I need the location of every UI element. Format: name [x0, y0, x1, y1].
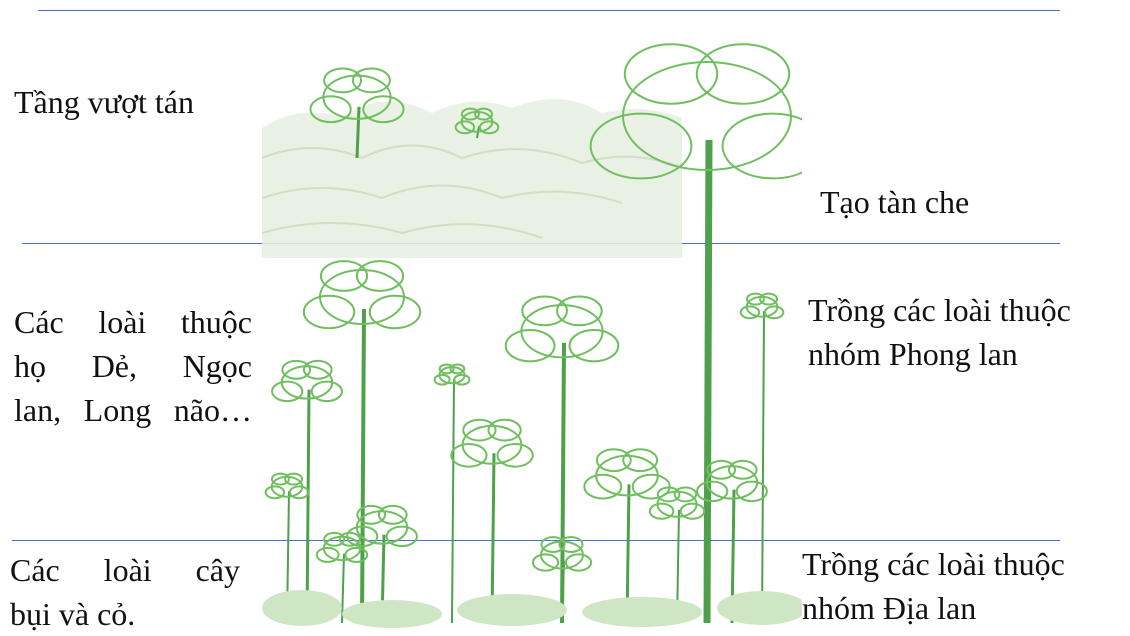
tree-trunk [357, 107, 359, 158]
tree-crown [324, 69, 361, 93]
tree-trunk [452, 379, 454, 623]
emergent-layer-label: Tầng vượt tán [14, 80, 194, 124]
tree-crown [506, 330, 555, 361]
tree-trunk [762, 311, 764, 623]
bottom-species-line: bụi và cỏ. [10, 592, 240, 636]
tree-crown [729, 461, 757, 479]
tree-crown [488, 420, 520, 441]
tree-crown [557, 297, 602, 326]
tree-crown [370, 296, 420, 328]
tree-crown [675, 487, 697, 501]
tree-crown [463, 420, 495, 441]
middle-layer-note: Trồng các loài thuộc nhóm Phong lan [808, 288, 1071, 376]
tree-crown [597, 449, 631, 471]
tree-crown [353, 69, 390, 93]
middle-layer-species: Các loài thuộc họ Dẻ, Ngọc lan, Long não… [14, 300, 252, 432]
tree-crown [357, 261, 403, 291]
middle-species-line: Các loài thuộc [14, 300, 252, 344]
tree-crown [282, 361, 310, 379]
tree-crown [321, 261, 367, 291]
tree-crown [304, 361, 332, 379]
tree-crown [570, 330, 619, 361]
middle-species-line: họ Dẻ, Ngọc [14, 344, 252, 388]
tree-crown [340, 533, 360, 546]
bottom-species-line: Các loài cây [10, 548, 240, 592]
tree-crown [697, 44, 789, 103]
tree-trunk [307, 390, 309, 623]
middle-note-line: nhóm Phong lan [808, 332, 1071, 376]
bottom-note-line: nhóm Địa lan [802, 586, 1065, 630]
tree-trunk [707, 140, 709, 623]
bottom-note-line: Trồng các loài thuộc [802, 542, 1065, 586]
tree-crown [760, 294, 777, 305]
middle-species-line: lan, Long não… [14, 388, 252, 432]
tree-trunk [362, 309, 364, 623]
tree-crown [304, 296, 354, 328]
tree-crown [379, 506, 407, 524]
tree-crown [623, 449, 657, 471]
forest-layers-illustration [262, 8, 802, 629]
tree-crown [285, 474, 302, 485]
bottom-layer-species: Các loài cây bụi và cỏ. [10, 548, 240, 636]
tree-crown [707, 461, 735, 479]
emergent-layer-note: Tạo tàn che [820, 180, 969, 224]
tree-crown [522, 297, 567, 326]
tree-crown [625, 44, 717, 103]
middle-note-line: Trồng các loài thuộc [808, 288, 1071, 332]
bottom-layer-note: Trồng các loài thuộc nhóm Địa lan [802, 542, 1065, 630]
